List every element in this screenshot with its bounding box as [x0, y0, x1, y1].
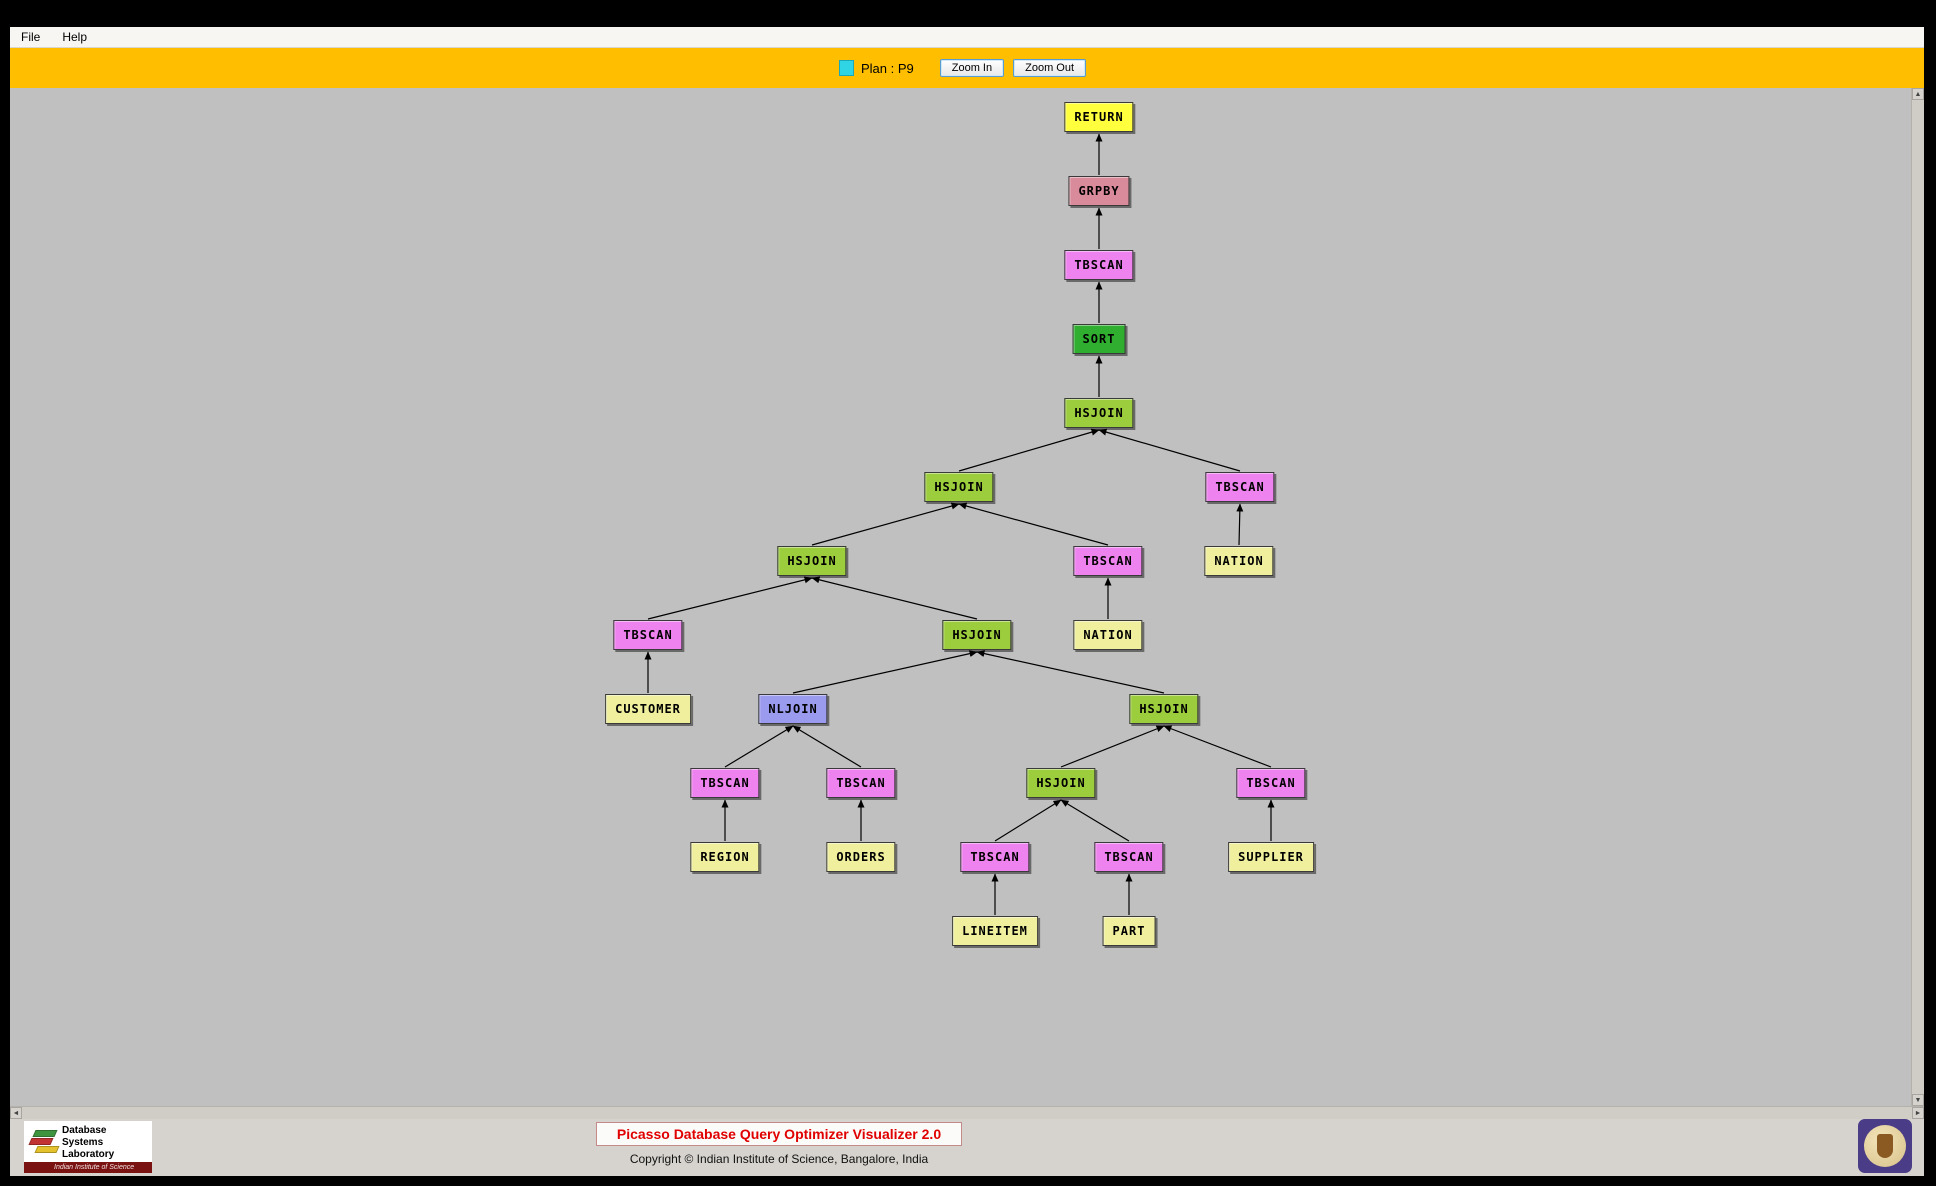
iisc-seal-motif: [1877, 1134, 1893, 1158]
scroll-left-arrow-icon[interactable]: ◄: [10, 1107, 22, 1119]
plan-edge: [959, 430, 1099, 471]
menu-file[interactable]: File: [18, 29, 43, 45]
plan-edge: [1099, 430, 1240, 471]
plan-node-hsjoin6[interactable]: HSJOIN: [1026, 768, 1095, 798]
scroll-down-arrow-icon[interactable]: ▼: [1912, 1094, 1924, 1106]
zoom-out-button[interactable]: Zoom Out: [1013, 59, 1086, 77]
logo-slab-green: [32, 1130, 57, 1137]
plan-edge: [959, 504, 1108, 545]
iisc-seal-icon: [1864, 1125, 1906, 1167]
dsl-logo-line3: Laboratory: [62, 1149, 114, 1161]
plan-color-swatch: [839, 60, 854, 76]
toolbar: Plan : P9 Zoom In Zoom Out: [10, 48, 1924, 88]
plan-canvas: RETURN GRPBY TBSCAN SORT HSJOIN HSJOIN TBSCAN H…: [10, 88, 1911, 1106]
plan-node-lineitem[interactable]: LINEITEM: [952, 916, 1038, 946]
plan-node-hsjoin3[interactable]: HSJOIN: [777, 546, 846, 576]
plan-node-tbscan_nation_r[interactable]: TBSCAN: [1205, 472, 1274, 502]
plan-node-nation_r[interactable]: NATION: [1204, 546, 1273, 576]
plan-node-region[interactable]: REGION: [690, 842, 759, 872]
plan-node-nljoin[interactable]: NLJOIN: [758, 694, 827, 724]
app-title: Picasso Database Query Optimizer Visuali…: [596, 1122, 962, 1146]
footer-center: Picasso Database Query Optimizer Visuali…: [596, 1122, 962, 1166]
plan-node-tbscan_customer[interactable]: TBSCAN: [613, 620, 682, 650]
plan-edge: [1061, 726, 1164, 767]
logo-slab-red: [28, 1138, 53, 1145]
plan-edge: [1164, 726, 1271, 767]
plan-edge: [977, 652, 1164, 693]
dsl-logo: Database Systems Laboratory Indian Insti…: [24, 1121, 152, 1173]
copyright-text: Copyright © Indian Institute of Science,…: [596, 1152, 962, 1166]
logo-slab-yellow: [34, 1146, 59, 1153]
plan-node-grpby[interactable]: GRPBY: [1068, 176, 1129, 206]
toolbar-center-group: Plan : P9 Zoom In Zoom Out: [839, 59, 1095, 77]
plan-edge: [812, 504, 959, 545]
iisc-logo: [1858, 1119, 1912, 1173]
plan-node-hsjoin1[interactable]: HSJOIN: [1064, 398, 1133, 428]
dsl-logo-banner: Indian Institute of Science: [24, 1162, 152, 1173]
footer: Database Systems Laboratory Indian Insti…: [10, 1119, 1924, 1176]
horizontal-scrollbar[interactable]: ◄ ►: [10, 1106, 1924, 1119]
plan-node-orders[interactable]: ORDERS: [826, 842, 895, 872]
plan-node-tbscan_top[interactable]: TBSCAN: [1064, 250, 1133, 280]
plan-edge: [1239, 504, 1240, 545]
dsl-logo-icon: [28, 1128, 58, 1156]
menu-bar: File Help: [10, 27, 1924, 48]
canvas-area: RETURN GRPBY TBSCAN SORT HSJOIN HSJOIN TBSCAN H…: [10, 88, 1924, 1106]
plan-node-hsjoin5[interactable]: HSJOIN: [1129, 694, 1198, 724]
dsl-logo-line2: Systems: [62, 1137, 114, 1149]
plan-node-nation_m[interactable]: NATION: [1073, 620, 1142, 650]
zoom-in-button[interactable]: Zoom In: [940, 59, 1004, 77]
horizontal-scroll-track[interactable]: [22, 1107, 1912, 1119]
vertical-scrollbar[interactable]: ▲ ▼: [1911, 88, 1924, 1106]
app-title-text: Picasso Database Query Optimizer Visuali…: [617, 1126, 941, 1142]
plan-edges-layer: [10, 88, 1911, 1106]
plan-node-tbscan_part[interactable]: TBSCAN: [1094, 842, 1163, 872]
plan-node-tbscan_orders[interactable]: TBSCAN: [826, 768, 895, 798]
plan-node-customer[interactable]: CUSTOMER: [605, 694, 691, 724]
dsl-logo-line1: Database: [62, 1125, 114, 1137]
plan-edge: [648, 578, 812, 619]
menu-help[interactable]: Help: [59, 29, 90, 45]
plan-node-hsjoin2[interactable]: HSJOIN: [924, 472, 993, 502]
dsl-logo-text: Database Systems Laboratory: [62, 1125, 114, 1161]
plan-edge: [725, 726, 793, 767]
plan-label: Plan : P9: [861, 61, 914, 76]
plan-node-part[interactable]: PART: [1103, 916, 1156, 946]
scroll-right-arrow-icon[interactable]: ►: [1912, 1107, 1924, 1119]
plan-node-sort[interactable]: SORT: [1073, 324, 1126, 354]
scroll-up-arrow-icon[interactable]: ▲: [1912, 88, 1924, 100]
plan-edge: [793, 652, 977, 693]
app-window: File Help Plan : P9 Zoom In Zoom Out: [10, 27, 1924, 1176]
plan-edge: [812, 578, 977, 619]
plan-edge: [1061, 800, 1129, 841]
vertical-scroll-track[interactable]: [1912, 100, 1924, 1094]
plan-node-supplier[interactable]: SUPPLIER: [1228, 842, 1314, 872]
plan-node-tbscan_nation_m[interactable]: TBSCAN: [1073, 546, 1142, 576]
plan-edge: [995, 800, 1061, 841]
plan-node-tbscan_region[interactable]: TBSCAN: [690, 768, 759, 798]
plan-node-hsjoin4[interactable]: HSJOIN: [942, 620, 1011, 650]
plan-node-tbscan_supplier[interactable]: TBSCAN: [1236, 768, 1305, 798]
plan-node-tbscan_lineitem[interactable]: TBSCAN: [960, 842, 1029, 872]
plan-edge: [793, 726, 861, 767]
plan-node-return[interactable]: RETURN: [1064, 102, 1133, 132]
